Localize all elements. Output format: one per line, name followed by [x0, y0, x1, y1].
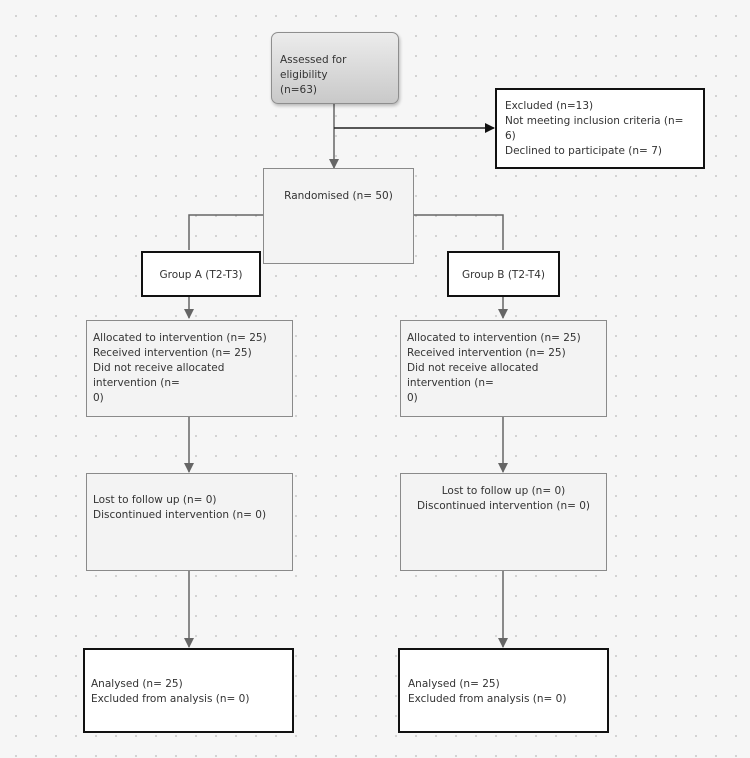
assessed-count: (n=63)	[280, 84, 318, 96]
group-b-received: Received intervention (n= 25)	[407, 347, 566, 359]
branch-to-group-a	[188, 214, 264, 250]
group-b-discontinued: Discontinued intervention (n= 0)	[416, 500, 591, 512]
group-a-received: Received intervention (n= 25)	[93, 347, 252, 359]
group-a-discontinued: Discontinued intervention (n= 0)	[93, 509, 267, 521]
excluded-criteria: Not meeting inclusion criteria (n= 6)	[505, 115, 687, 142]
group-a-followup-box: Lost to follow up (n= 0) Discontinued in…	[86, 473, 293, 571]
group-a-excluded-analysis: Excluded from analysis (n= 0)	[91, 693, 250, 705]
group-a-label: Group A (T2-T3)	[159, 269, 243, 281]
group-b-analysed: Analysed (n= 25)	[408, 678, 500, 690]
group-a-allocated: Allocated to intervention (n= 25)	[93, 332, 267, 344]
group-a-box: Group A (T2-T3)	[141, 251, 261, 297]
group-b-excluded-analysis: Excluded from analysis (n= 0)	[408, 693, 567, 705]
randomised-box: Randomised (n= 50)	[263, 168, 414, 264]
group-b-followup-box: Lost to follow up (n= 0) Discontinued in…	[400, 473, 607, 571]
excluded-box: Excluded (n=13) Not meeting inclusion cr…	[495, 88, 705, 169]
group-b-not-received: Did not receive allocated intervention (…	[407, 362, 542, 389]
group-a-analysed: Analysed (n= 25)	[91, 678, 183, 690]
excluded-declined: Declined to participate (n= 7)	[505, 145, 662, 157]
group-a-allocation-box: Allocated to intervention (n= 25) Receiv…	[86, 320, 293, 417]
group-a-lost: Lost to follow up (n= 0)	[93, 494, 217, 506]
group-b-allocated: Allocated to intervention (n= 25)	[407, 332, 581, 344]
group-a-not-received-count: 0)	[93, 392, 104, 404]
group-a-not-received: Did not receive allocated intervention (…	[93, 362, 228, 389]
assessed-box: Assessed for eligibility (n=63)	[271, 32, 399, 104]
excluded-total: Excluded (n=13)	[505, 100, 594, 112]
group-b-allocation-box: Allocated to intervention (n= 25) Receiv…	[400, 320, 607, 417]
group-b-lost: Lost to follow up (n= 0)	[441, 485, 566, 497]
group-b-not-received-count: 0)	[407, 392, 418, 404]
group-b-analysis-box: Analysed (n= 25) Excluded from analysis …	[398, 648, 609, 733]
group-b-box: Group B (T2-T4)	[447, 251, 560, 297]
assessed-title: Assessed for eligibility	[280, 54, 350, 81]
branch-to-group-b	[414, 214, 504, 250]
group-a-analysis-box: Analysed (n= 25) Excluded from analysis …	[83, 648, 294, 733]
randomised-label: Randomised (n= 50)	[284, 190, 393, 202]
group-b-label: Group B (T2-T4)	[461, 269, 546, 281]
